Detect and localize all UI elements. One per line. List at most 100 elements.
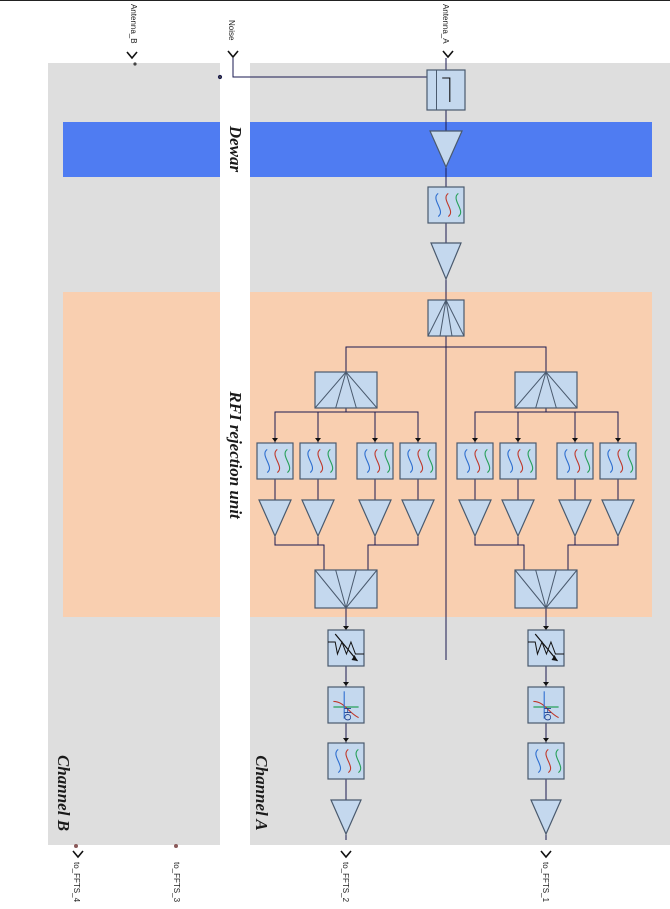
main-splitter-icon bbox=[427, 299, 465, 337]
output-filter-icon bbox=[527, 742, 565, 780]
filter-curve bbox=[345, 749, 352, 773]
subband-filter-icon bbox=[299, 442, 337, 480]
channel-a-label: Channel A bbox=[252, 755, 271, 830]
filter-curve bbox=[435, 193, 441, 217]
splitter-lines bbox=[314, 371, 378, 409]
port-noise-marker bbox=[227, 50, 239, 59]
subband-filter-icon bbox=[499, 442, 537, 480]
noise-dot bbox=[217, 74, 223, 80]
wire-arrow bbox=[272, 438, 278, 442]
splitter-lines bbox=[514, 371, 578, 409]
wire-arrow bbox=[372, 438, 378, 442]
wire-arrow bbox=[343, 682, 349, 686]
wire-arrow bbox=[415, 438, 421, 442]
sub-branch-return-wire bbox=[567, 536, 619, 570]
splitter-body bbox=[514, 371, 578, 409]
port-out2: to_FFTS_2 bbox=[341, 862, 350, 903]
filter-curve bbox=[607, 449, 613, 473]
subband-amplifier-icon bbox=[458, 499, 492, 538]
subband-amplifier-icon bbox=[358, 499, 392, 538]
combiner-body bbox=[314, 569, 378, 609]
filter-curve bbox=[355, 749, 362, 773]
hpf-line-red bbox=[533, 700, 559, 719]
port-out3-dot bbox=[174, 844, 178, 848]
filter-curve bbox=[327, 449, 334, 473]
port-out4-dot bbox=[74, 844, 78, 848]
lna-amplifier-icon bbox=[429, 130, 463, 169]
hpf-line-red bbox=[333, 700, 359, 719]
port-antenna-a-marker bbox=[442, 50, 454, 59]
output-amplifier-icon bbox=[530, 799, 562, 836]
filter-curve bbox=[484, 449, 491, 473]
wire-arrow bbox=[572, 438, 578, 442]
dewar-band-b bbox=[63, 122, 220, 177]
attenuator-arrow-head bbox=[551, 655, 558, 661]
branch-feed-wire bbox=[446, 346, 547, 372]
filter-curve bbox=[384, 449, 391, 473]
port-antenna-b-marker bbox=[126, 51, 138, 60]
port-out1-marker bbox=[540, 850, 552, 859]
top-border bbox=[0, 0, 670, 1]
subband-filter-icon bbox=[399, 442, 437, 480]
wire-arrow bbox=[315, 438, 321, 442]
filter-curve bbox=[464, 449, 470, 473]
combiner-lines bbox=[314, 569, 378, 609]
filter-curve bbox=[535, 749, 541, 773]
subband-filter-icon bbox=[556, 442, 594, 480]
wire-arrow bbox=[343, 738, 349, 742]
resistor-zigzag bbox=[328, 640, 364, 656]
attenuator-arrow-head bbox=[351, 655, 358, 661]
highpass-filter-icon: HO bbox=[327, 686, 365, 724]
wire-arrow bbox=[472, 438, 478, 442]
components: HO HO bbox=[256, 69, 637, 836]
hpf-body bbox=[327, 686, 365, 724]
port-antenna-a: Antenna_A bbox=[441, 4, 450, 44]
resistor-zigzag bbox=[528, 640, 564, 656]
filter-curve bbox=[555, 749, 562, 773]
filter-curve bbox=[427, 449, 434, 473]
branch-combiner-icon bbox=[514, 569, 578, 609]
wire-arrow bbox=[615, 438, 621, 442]
subband-amplifier-icon bbox=[601, 499, 635, 538]
splitter-body bbox=[427, 299, 465, 337]
variable-attenuator-icon bbox=[527, 629, 565, 667]
subband-amplifier-icon bbox=[301, 499, 335, 538]
subband-filter-icon bbox=[356, 442, 394, 480]
output-amplifier-icon bbox=[330, 799, 362, 836]
filter-curve bbox=[564, 449, 570, 473]
filter-curve bbox=[284, 449, 291, 473]
combiner-lines bbox=[514, 569, 578, 609]
amplifier-2-icon bbox=[430, 242, 462, 281]
port-out3: to_FFTS_3 bbox=[172, 862, 181, 903]
sub-branch-return-wire bbox=[517, 536, 525, 570]
splitter-body bbox=[314, 371, 378, 409]
subband-amplifier-icon bbox=[401, 499, 435, 538]
filter-body bbox=[427, 186, 465, 224]
filter-curve bbox=[527, 449, 534, 473]
filter-curve bbox=[545, 749, 552, 773]
branch-splitter-icon bbox=[514, 371, 578, 409]
filter-curve bbox=[584, 449, 591, 473]
filter-curve bbox=[574, 449, 581, 473]
filter-curve bbox=[264, 449, 270, 473]
combiner-body bbox=[514, 569, 578, 609]
splitter-lines bbox=[427, 299, 465, 337]
channel-b-label: Channel B bbox=[54, 755, 73, 831]
filter-curve bbox=[445, 193, 452, 217]
filter-curve bbox=[364, 449, 370, 473]
port-out1: to_FFTS_1 bbox=[541, 862, 550, 903]
bandpass-filter-1-icon bbox=[427, 186, 465, 224]
port-antenna-b-dot bbox=[133, 62, 137, 66]
filter-curve bbox=[335, 749, 341, 773]
wire-arrow bbox=[543, 682, 549, 686]
rfi-band-b bbox=[63, 292, 220, 617]
subband-amplifier-icon bbox=[501, 499, 535, 538]
subband-amplifier-icon bbox=[258, 499, 292, 538]
branch-combiner-icon bbox=[314, 569, 378, 609]
filter-curve bbox=[307, 449, 313, 473]
filter-curve bbox=[274, 449, 281, 473]
coupler-body bbox=[426, 69, 466, 111]
highpass-filter-icon: HO bbox=[527, 686, 565, 724]
attenuator-body bbox=[527, 629, 565, 667]
